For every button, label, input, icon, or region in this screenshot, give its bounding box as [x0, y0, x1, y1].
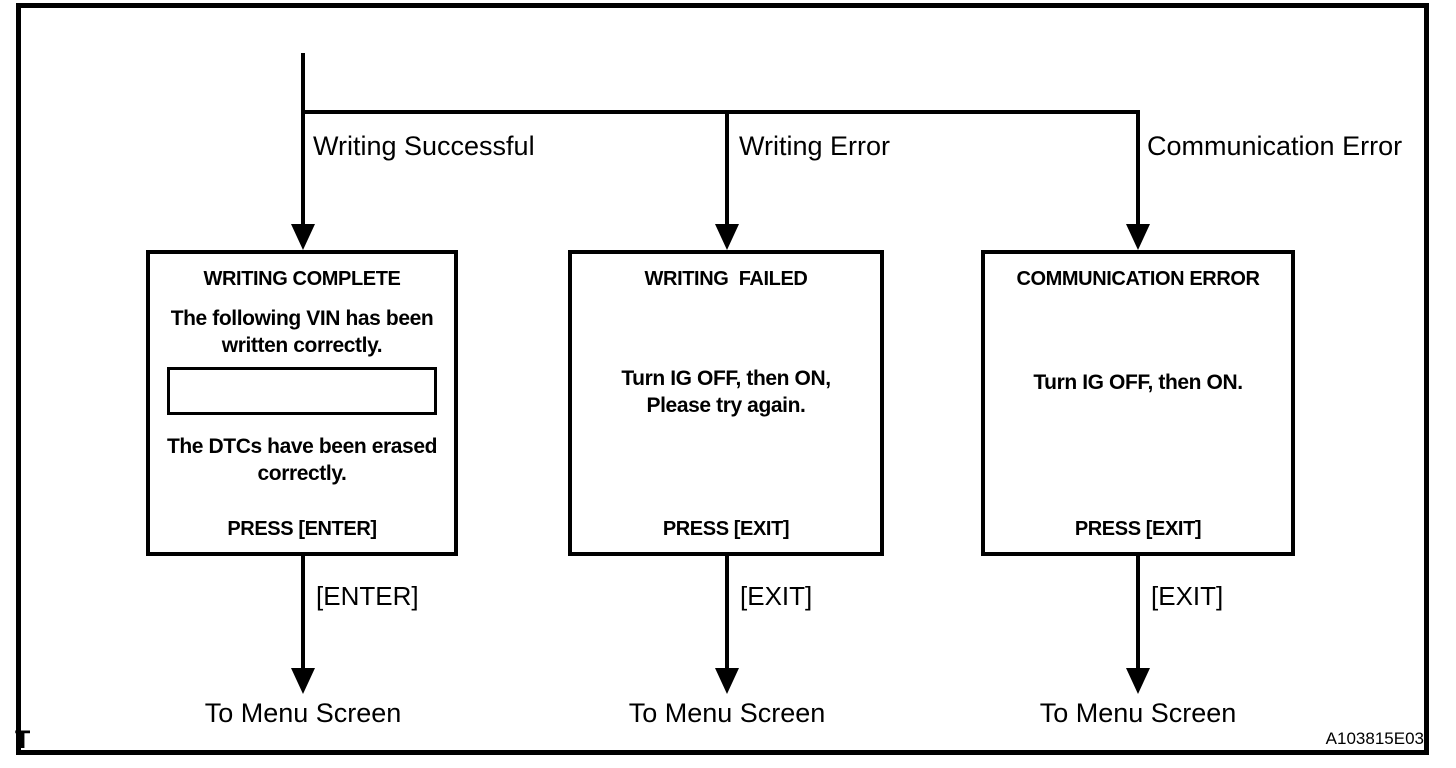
screen-message: Turn IG OFF, then ON, Please try again. [621, 367, 831, 417]
down-arrowhead-icon [715, 224, 739, 250]
destination-label: To Menu Screen [1039, 698, 1237, 728]
screen-box-communication-error: COMMUNICATION ERROR Turn IG OFF, then ON… [981, 250, 1295, 556]
down-arrowhead-icon [715, 668, 739, 694]
vin-display-field [167, 367, 437, 415]
branch-rail-line [301, 110, 1140, 114]
down-arrowhead-icon [291, 668, 315, 694]
outer-frame [16, 3, 1429, 755]
down-arrowhead-icon [1126, 668, 1150, 694]
screen-message: Turn IG OFF, then ON. [1033, 371, 1243, 394]
branch-label-writing-successful: Writing Successful [313, 131, 535, 161]
screen-message-top: The following VIN has been written corre… [170, 307, 434, 357]
destination-label: To Menu Screen [204, 698, 402, 728]
exit-flow-line [301, 556, 305, 668]
destination-label: To Menu Screen [628, 698, 826, 728]
key-label-exit: [EXIT] [740, 581, 813, 611]
exit-flow-line [725, 556, 729, 668]
figure-code: A103815E03 [1325, 729, 1424, 748]
screen-title: WRITING COMPLETE [203, 268, 401, 290]
down-arrowhead-icon [291, 224, 315, 250]
screen-box-writing-failed: WRITING FAILED Turn IG OFF, then ON, Ple… [568, 250, 884, 556]
press-instruction: PRESS [EXIT] [1074, 518, 1202, 540]
press-instruction: PRESS [ENTER] [227, 518, 377, 540]
branch-label-writing-error: Writing Error [739, 131, 891, 161]
screen-title: COMMUNICATION ERROR [1016, 268, 1260, 290]
flow-stem-line [301, 53, 305, 224]
down-arrowhead-icon [1126, 224, 1150, 250]
screen-message-bottom: The DTCs have been erased correctly. [166, 435, 438, 485]
branch-drop-line-communication-error [1136, 110, 1140, 224]
corner-mark: T [15, 726, 31, 754]
key-label-exit: [EXIT] [1151, 581, 1224, 611]
screen-box-writing-complete: WRITING COMPLETE The following VIN has b… [146, 250, 458, 556]
key-label-enter: [ENTER] [316, 581, 419, 611]
branch-label-communication-error: Communication Error [1147, 131, 1403, 161]
press-instruction: PRESS [EXIT] [662, 518, 790, 540]
exit-flow-line [1136, 556, 1140, 668]
branch-drop-line-writing-error [725, 110, 729, 224]
screen-title: WRITING FAILED [644, 268, 808, 290]
